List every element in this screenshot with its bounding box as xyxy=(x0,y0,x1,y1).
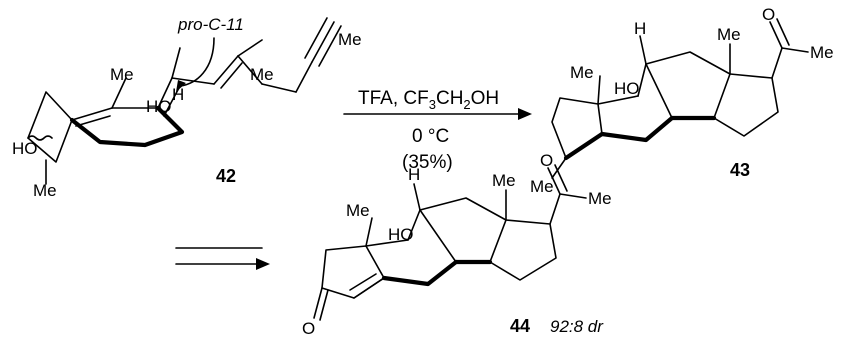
oxygen-label: O xyxy=(302,319,315,338)
compound-42: pro-C-11 Me Me Me Me H HO HO 42 xyxy=(12,15,362,200)
diastereomeric-ratio: 92:8 dr xyxy=(550,317,604,336)
oxygen-label: O xyxy=(762,5,775,24)
reaction-arrow-1 xyxy=(343,108,532,120)
compound-44: Me Me Me H HO O O 44 92:8 dr xyxy=(302,151,612,338)
methyl-label: Me xyxy=(810,43,834,62)
yield-label: (35%) xyxy=(402,152,453,173)
methyl-label: Me xyxy=(530,177,554,196)
compound-number-42: 42 xyxy=(216,166,236,186)
methyl-label: Me xyxy=(588,189,612,208)
temperature-label: 0 °C xyxy=(412,126,449,147)
methyl-label: Me xyxy=(570,63,594,82)
hydrogen-label: H xyxy=(634,19,646,38)
compound-number-43: 43 xyxy=(730,160,750,180)
methyl-label: Me xyxy=(110,65,134,84)
compound-43: Me Me Me Me H HO O 43 xyxy=(530,5,834,196)
methyl-label: Me xyxy=(250,65,274,84)
hydroxyl-label: HO xyxy=(12,139,38,158)
hydroxyl-label: HO xyxy=(614,79,640,98)
methyl-label: Me xyxy=(346,201,370,220)
oxygen-label: O xyxy=(540,151,553,170)
hydrogen-label: H xyxy=(408,165,420,184)
pro-c11-annotation: pro-C-11 xyxy=(177,15,244,34)
methyl-label: Me xyxy=(717,25,741,44)
hydroxyl-label: HO xyxy=(146,97,172,116)
reaction-arrow-2 xyxy=(175,247,270,270)
methyl-label: Me xyxy=(492,171,516,190)
methyl-label: Me xyxy=(338,30,362,49)
hydrogen-label: H xyxy=(172,85,184,104)
reagents-label: TFA, CF3CH2OH xyxy=(358,88,499,112)
hydroxyl-label: HO xyxy=(388,225,414,244)
methyl-label: Me xyxy=(33,181,57,200)
compound-number-44: 44 xyxy=(510,316,530,336)
